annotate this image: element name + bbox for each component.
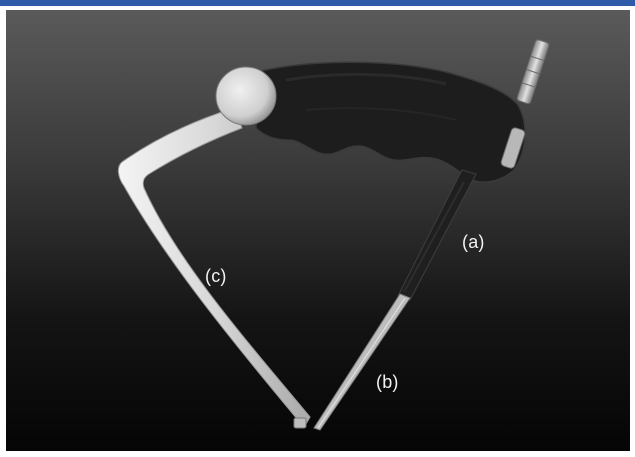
knob bbox=[216, 67, 276, 125]
instrument-illustration bbox=[6, 10, 630, 451]
arm-tip bbox=[294, 418, 306, 428]
label-c: (c) bbox=[205, 266, 227, 287]
needle bbox=[314, 294, 410, 430]
label-a: (a) bbox=[462, 232, 485, 253]
handle bbox=[256, 62, 525, 182]
accent-bar bbox=[0, 0, 635, 6]
top-rod bbox=[517, 39, 550, 104]
instrument-photo: (a) (b) (c) bbox=[6, 10, 630, 451]
label-b: (b) bbox=[376, 372, 399, 393]
